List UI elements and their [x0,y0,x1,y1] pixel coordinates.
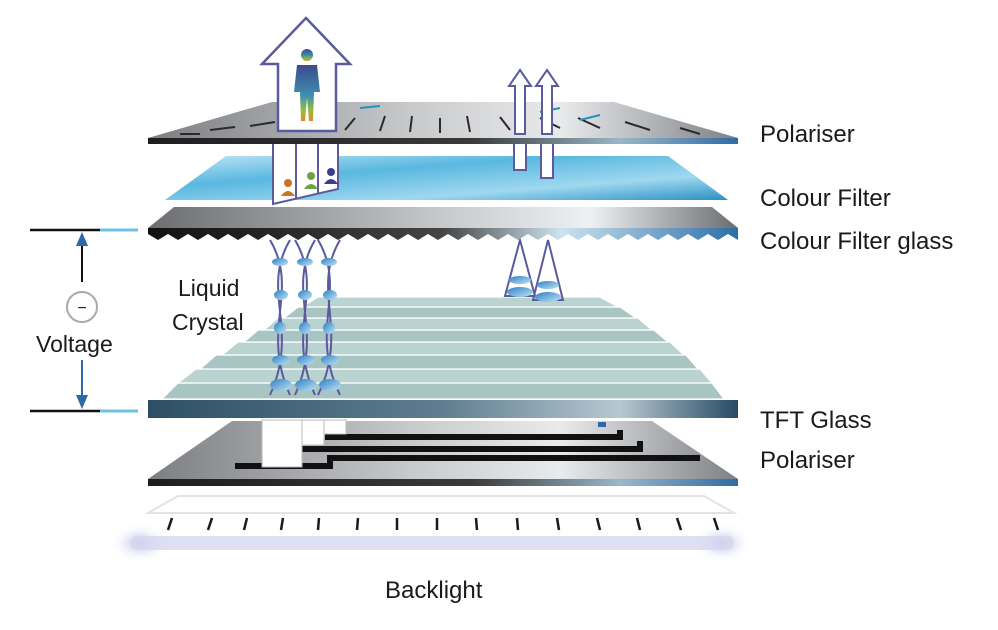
aligned-crystal-funnels [503,236,565,302]
backlight [110,495,752,563]
voltage-indicator: − [30,228,138,413]
minus-symbol: − [77,300,86,317]
top-polariser [148,102,738,144]
label-voltage: Voltage [36,331,113,357]
bottom-polariser [148,419,738,486]
viewer-arrow [259,16,353,133]
label-crystal: Crystal [172,309,244,335]
colour-filter [165,139,728,206]
label-backlight: Backlight [385,577,483,604]
crystal-molecules [270,258,341,391]
colour-filter-glass [148,207,738,240]
liquid-crystal-layer [160,296,726,400]
label-liquid: Liquid [178,275,239,301]
label-colour-filter: Colour Filter [760,185,891,212]
twisted-crystal-columns [269,239,341,396]
minus-symbol-circle [66,291,98,323]
tft-glass [148,400,738,418]
label-polariser-top: Polariser [760,121,855,148]
label-tft-glass: TFT Glass [760,407,872,434]
label-polariser-bottom: Polariser [760,447,855,474]
light-out-arrows [507,68,560,135]
label-colour-filter-glass: Colour Filter glass [760,228,953,255]
